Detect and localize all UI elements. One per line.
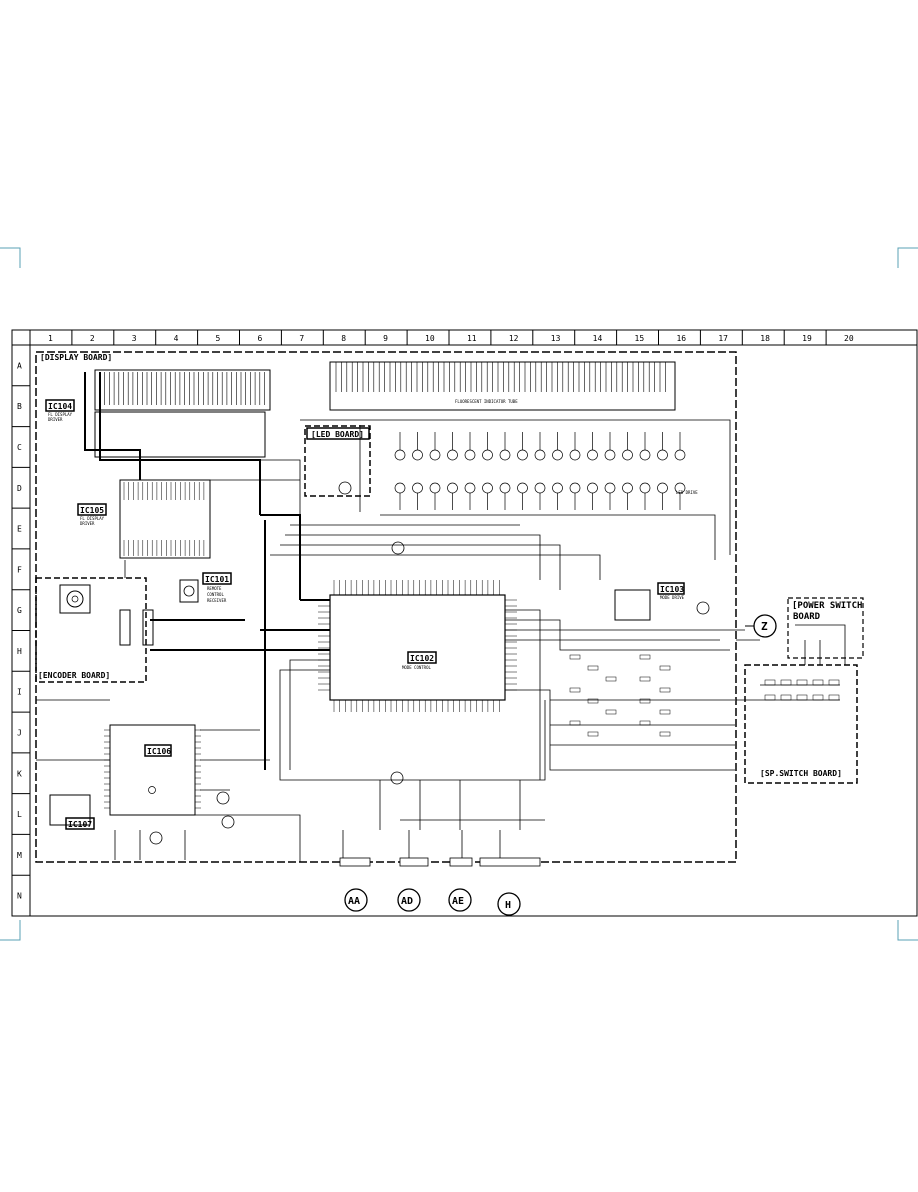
ic101-desc-b: CONTROL — [207, 592, 224, 597]
encoder-board-outline — [35, 577, 147, 683]
ic104-desc-b: DRIVER — [48, 417, 63, 422]
ic105-label: IC105 — [80, 506, 104, 515]
row-label-I: I — [17, 688, 22, 697]
ir-receiver — [179, 579, 199, 603]
connector-aa: AA — [344, 888, 368, 912]
row-label-D: D — [17, 484, 22, 493]
ic101-desc-c: RECEIVER — [207, 598, 227, 603]
column-label-10: 10 — [425, 334, 435, 343]
ic106-label: IC106 — [147, 747, 171, 756]
display-board-label: [DISPLAY BOARD] — [40, 353, 112, 362]
connector-ae-label: AE — [452, 896, 464, 907]
crop-marks — [0, 247, 918, 941]
column-label-19: 19 — [802, 334, 812, 343]
column-label-14: 14 — [593, 334, 603, 343]
column-label-5: 5 — [216, 334, 221, 343]
ic107-body — [49, 794, 91, 826]
column-label-8: 8 — [341, 334, 346, 343]
row-label-M: M — [17, 851, 22, 860]
column-label-15: 15 — [635, 334, 645, 343]
row-label-A: A — [17, 361, 22, 370]
ic102-body — [329, 594, 506, 701]
row-label-L: L — [17, 810, 22, 819]
ic102-desc: MODE CONTROL — [402, 665, 431, 670]
ic105-body — [119, 479, 211, 559]
column-label-13: 13 — [551, 334, 561, 343]
ic101-desc-a: REMOTE — [207, 586, 222, 591]
power-switch-label-1: [POWER SWITCH — [792, 601, 862, 611]
column-label-18: 18 — [760, 334, 770, 343]
connector-aa-label: AA — [348, 896, 360, 907]
column-label-1: 1 — [48, 334, 53, 343]
column-label-20: 20 — [844, 334, 854, 343]
column-label-2: 2 — [90, 334, 95, 343]
connector-z-label: Z — [761, 620, 768, 633]
column-label-4: 4 — [174, 334, 179, 343]
column-label-12: 12 — [509, 334, 519, 343]
display-board-outline — [35, 351, 737, 863]
drawing-frame — [11, 329, 918, 917]
row-label-G: G — [17, 606, 22, 615]
sp-switch-outline — [744, 664, 858, 784]
connector-h-label: H — [505, 900, 511, 911]
row-label-E: E — [17, 525, 22, 534]
ic104-label: IC104 — [48, 402, 72, 411]
column-label-7: 7 — [299, 334, 304, 343]
ic105-desc-b: DRIVER — [80, 521, 95, 526]
ic102-label: IC102 — [410, 654, 434, 663]
row-label-K: K — [17, 769, 22, 778]
ic101-label: IC101 — [205, 575, 229, 584]
row-label-H: H — [17, 647, 22, 656]
column-label-6: 6 — [257, 334, 262, 343]
connector-z: Z — [753, 614, 777, 638]
fl-tube-label: FLUORESCENT INDICATOR TUBE — [455, 399, 518, 404]
fl-tube — [329, 361, 676, 411]
ic103-body — [614, 589, 651, 621]
row-label-J: J — [17, 728, 22, 737]
row-label-B: B — [17, 402, 22, 411]
ic104-desc-a: FL DISPLAY — [48, 412, 73, 417]
ic105-desc-a: FL DISPLAY — [80, 516, 105, 521]
led-board-label: [LED BOARD] — [311, 430, 364, 439]
led-board-outline — [304, 425, 371, 497]
column-label-9: 9 — [383, 334, 388, 343]
ic103-desc: MODE DRIVE — [660, 595, 685, 600]
row-label-N: N — [17, 892, 22, 901]
column-label-3: 3 — [132, 334, 137, 343]
connector-ae: AE — [448, 888, 472, 912]
connector-ad-label: AD — [401, 896, 413, 907]
sp-switch-label: [SP.SWITCH BOARD] — [760, 769, 842, 778]
connector-ad: AD — [397, 888, 421, 912]
power-switch-outline — [787, 597, 864, 659]
column-label-17: 17 — [718, 334, 728, 343]
ic103-label: IC103 — [660, 585, 684, 594]
ic106-body — [109, 724, 196, 816]
encoder-board-label: [ENCODER BOARD] — [38, 671, 110, 680]
row-label-F: F — [17, 565, 22, 574]
display-connector — [94, 369, 271, 411]
row-label-C: C — [17, 443, 22, 452]
column-label-16: 16 — [676, 334, 686, 343]
column-label-11: 11 — [467, 334, 477, 343]
power-switch-label-2: BOARD — [793, 612, 821, 622]
led-drive-label: LED DRIVE — [676, 490, 698, 495]
connector-h: H — [497, 892, 521, 916]
